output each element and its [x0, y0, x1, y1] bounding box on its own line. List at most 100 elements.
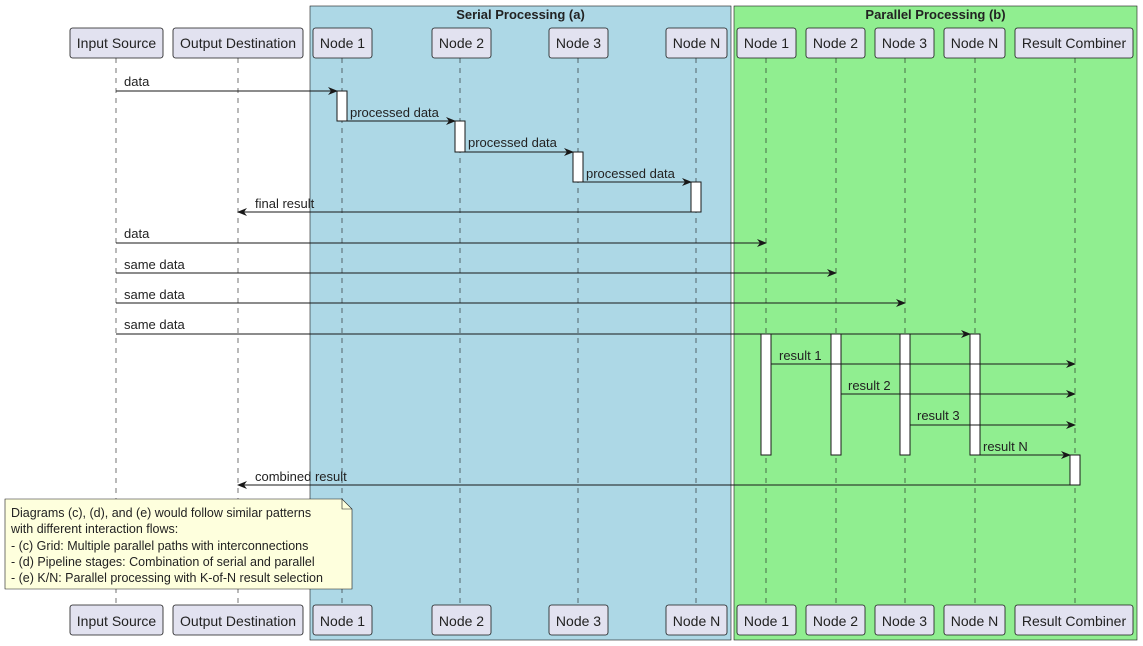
message-processed-data-2: processed data [465, 135, 574, 156]
participant-box [874, 604, 935, 636]
message-data-to-parallel-node-1: data [116, 226, 767, 247]
group-parallel-processing: Parallel Processing (b) [733, 5, 1138, 641]
message-label: processed data [350, 105, 440, 120]
note-line: Diagrams (c), (d), and (e) would follow … [11, 506, 311, 520]
message-label: same data [124, 317, 185, 332]
message-label: result 3 [917, 408, 960, 423]
group-parallel-box [733, 5, 1138, 641]
participant-box [548, 604, 609, 636]
note-line: with different interaction flows: [10, 522, 178, 536]
participant-label: Node 2 [813, 35, 858, 51]
message-data-to-serial-node-1: data [116, 74, 338, 95]
participant-box [172, 604, 304, 636]
participant-label: Node 3 [882, 35, 927, 51]
activation-serial-node-2 [454, 120, 466, 153]
participant-label: Result Combiner [1022, 35, 1127, 51]
participant-parallel-node-n[interactable]: Node N [943, 27, 1006, 59]
participant-result-combiner[interactable]: Result Combiner [1014, 27, 1134, 59]
message-label: result N [983, 439, 1028, 454]
participant-parallel-node-2-footer[interactable]: Node 2 [805, 604, 866, 636]
participant-serial-node-3-footer[interactable]: Node 3 [548, 604, 609, 636]
note-shape [4, 498, 353, 590]
message-final-result: final result [237, 196, 691, 216]
participant-label: Node 1 [320, 613, 365, 629]
participant-box [665, 604, 728, 636]
message-label: final result [255, 196, 315, 211]
participants-top: Input Source Output Destination Node 1 N… [69, 27, 1134, 59]
message-label: processed data [586, 166, 676, 181]
participant-parallel-node-n-footer[interactable]: Node N [943, 604, 1006, 636]
activation-serial-node-n [690, 181, 702, 213]
participant-box [172, 27, 304, 59]
participant-box [736, 604, 797, 636]
participant-label: Output Destination [180, 35, 296, 51]
participant-label: Output Destination [180, 613, 296, 629]
activation-parallel-node-1 [760, 333, 772, 456]
participant-serial-node-2-footer[interactable]: Node 2 [431, 604, 492, 636]
participant-serial-node-n[interactable]: Node N [665, 27, 728, 59]
participant-box [943, 604, 1006, 636]
participant-label: Node 1 [744, 35, 789, 51]
participant-serial-node-2[interactable]: Node 2 [431, 27, 492, 59]
participant-box [431, 27, 492, 59]
participant-input-source-footer[interactable]: Input Source [69, 604, 164, 636]
group-serial-box [309, 5, 732, 641]
participant-serial-node-1[interactable]: Node 1 [312, 27, 373, 59]
participant-label: Result Combiner [1022, 613, 1127, 629]
participant-box [805, 27, 866, 59]
participant-serial-node-1-footer[interactable]: Node 1 [312, 604, 373, 636]
participant-box [805, 604, 866, 636]
message-label: same data [124, 257, 185, 272]
message-result-1: result 1 [771, 348, 1076, 368]
participant-box [874, 27, 935, 59]
participant-label: Node N [673, 35, 720, 51]
message-processed-data-1: processed data [347, 105, 456, 125]
note-line: - (d) Pipeline stages: Combination of se… [11, 555, 315, 569]
participant-box [736, 27, 797, 59]
participant-parallel-node-1[interactable]: Node 1 [736, 27, 797, 59]
participant-parallel-node-3-footer[interactable]: Node 3 [874, 604, 935, 636]
participant-box [1014, 604, 1134, 636]
message-label: data [124, 74, 150, 89]
activation-parallel-node-2 [830, 333, 842, 456]
group-serial-processing: Serial Processing (a) [309, 5, 732, 641]
participant-label: Node 3 [556, 613, 601, 629]
participant-result-combiner-footer[interactable]: Result Combiner [1014, 604, 1134, 636]
messages: data processed data processed data proce… [116, 74, 1076, 489]
participant-box [431, 604, 492, 636]
activation-result-combiner [1069, 454, 1081, 486]
participant-serial-node-3[interactable]: Node 3 [548, 27, 609, 59]
message-result-2: result 2 [841, 378, 1076, 398]
message-label: result 1 [779, 348, 822, 363]
participant-label: Node 1 [320, 35, 365, 51]
message-same-data-to-parallel-node-2: same data [116, 257, 837, 277]
participant-label: Node 2 [439, 613, 484, 629]
participant-output-destination-footer[interactable]: Output Destination [172, 604, 304, 636]
message-label: combined result [255, 469, 347, 484]
participant-parallel-node-1-footer[interactable]: Node 1 [736, 604, 797, 636]
participant-label: Input Source [77, 613, 157, 629]
message-same-data-to-parallel-node-3: same data [116, 287, 906, 307]
message-label: data [124, 226, 150, 241]
participant-box [943, 27, 1006, 59]
participant-box [1014, 27, 1134, 59]
activation-serial-node-3 [572, 151, 584, 183]
message-processed-data-3: processed data [583, 166, 692, 186]
message-combined-result: combined result [237, 469, 1070, 489]
message-result-3: result 3 [910, 408, 1076, 429]
participant-output-destination[interactable]: Output Destination [172, 27, 304, 59]
participant-serial-node-n-footer[interactable]: Node N [665, 604, 728, 636]
participant-input-source[interactable]: Input Source [69, 27, 164, 59]
participant-label: Input Source [77, 35, 157, 51]
message-result-n: result N [980, 439, 1071, 459]
participant-parallel-node-2[interactable]: Node 2 [805, 27, 866, 59]
participant-label: Node 2 [813, 613, 858, 629]
participant-label: Node 1 [744, 613, 789, 629]
participant-box [548, 27, 609, 59]
participant-box [665, 27, 728, 59]
participant-parallel-node-3[interactable]: Node 3 [874, 27, 935, 59]
message-label: same data [124, 287, 185, 302]
participant-box [312, 604, 373, 636]
message-same-data-to-parallel-node-n: same data [116, 317, 971, 338]
